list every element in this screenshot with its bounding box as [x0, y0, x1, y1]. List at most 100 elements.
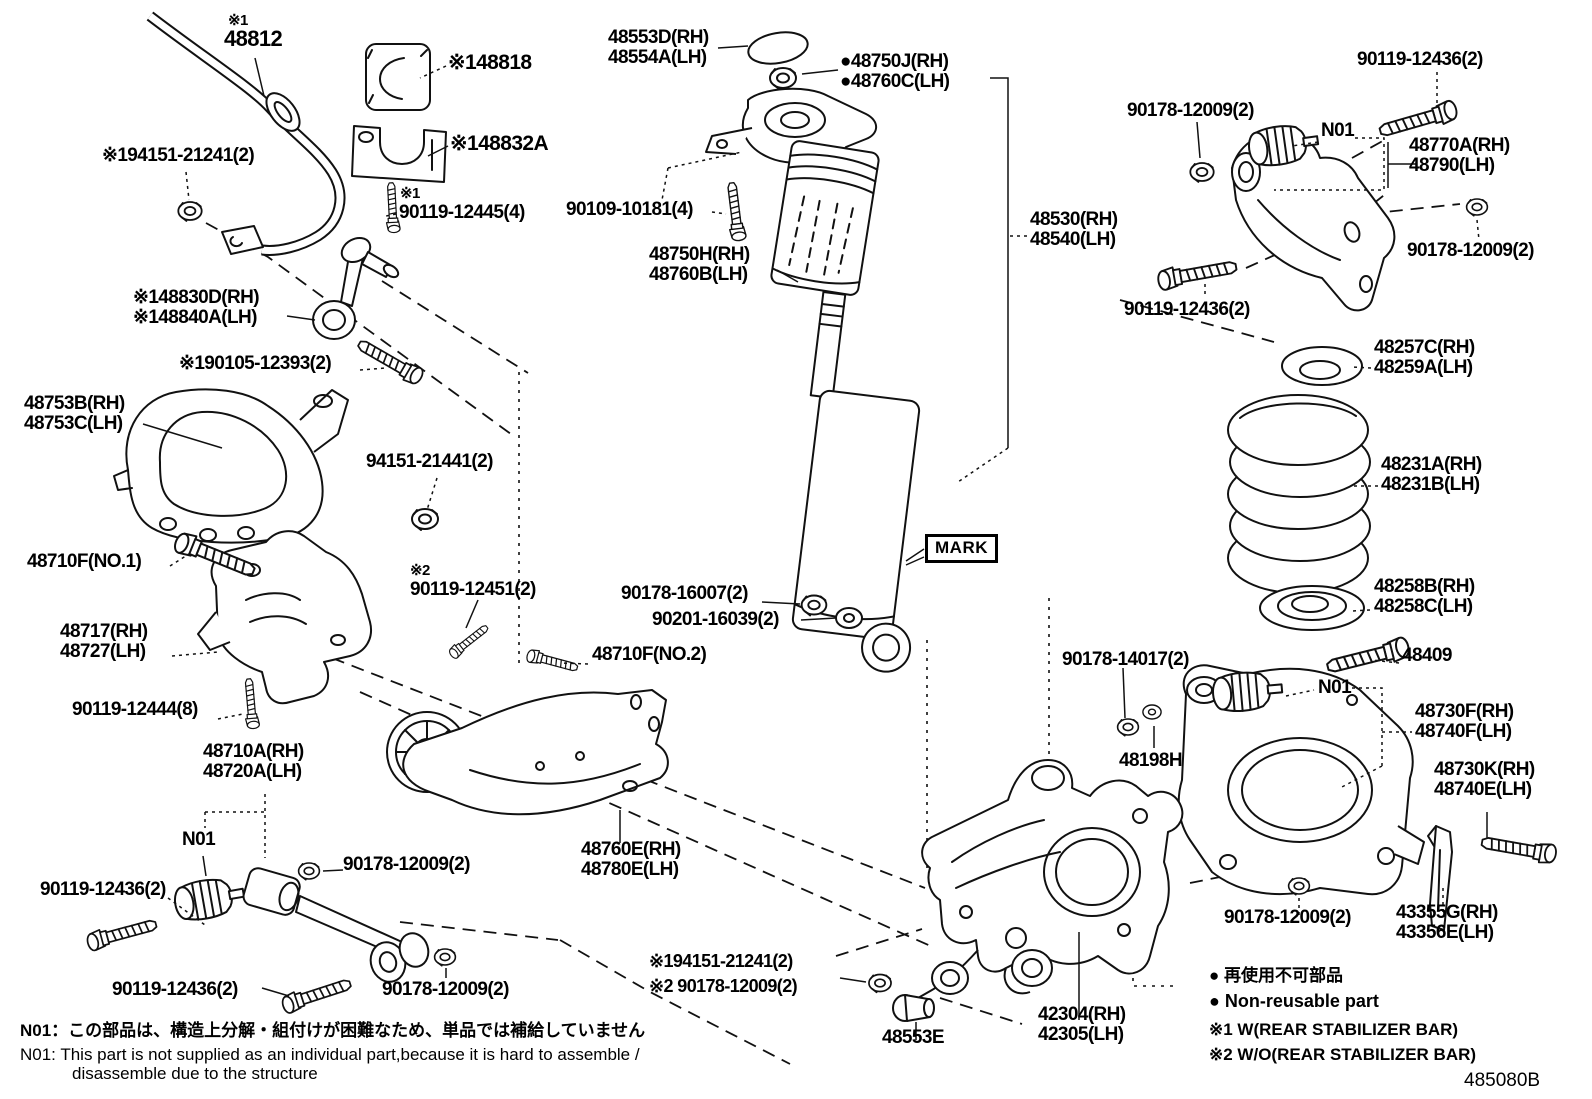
shock-dust-boot	[770, 140, 880, 296]
footnote-en-line2: disassemble due to the structure	[72, 1064, 318, 1084]
footnote-en-line1: N01: This part is not supplied as an ind…	[20, 1045, 640, 1064]
part-label-194151-21241-2: ※194151-21241(2)	[649, 951, 793, 971]
part-label-90178-12009-2: 90178-12009(2)	[382, 979, 509, 1000]
part-label-90178-12009-2: 90178-12009(2)	[1407, 240, 1534, 261]
nut-94151-21241	[177, 201, 203, 222]
bolt-90119-12451	[446, 621, 492, 661]
part-label-n01: N01	[1321, 120, 1355, 141]
bolt-90119-12444	[241, 677, 261, 730]
part-label-1: ※1	[228, 12, 248, 29]
nut-94151-21441	[411, 508, 439, 531]
spring-lower-insulator	[1259, 585, 1365, 631]
part-label-90119-12436-2: 90119-12436(2)	[1124, 299, 1250, 320]
footnote-jp: N01：この部品は、構造上分解・組付けが困難なため、単品では補給していません	[20, 1021, 646, 1040]
part-label-n01: N01	[182, 829, 216, 850]
legend-non-reusable-jp: ● 再使用不可部品	[1209, 966, 1343, 985]
part-label-48710f-no-1: 48710F(NO.1)	[27, 551, 142, 572]
nut-90178-12009-rod	[433, 948, 457, 967]
nut-90178-12009-top	[1189, 162, 1215, 183]
part-label-190105-12393-2: ※190105-12393(2)	[179, 353, 332, 374]
mark-callout: MARK	[925, 534, 998, 563]
part-label-48710a-rh-48720a-lh: 48710A(RH) 48720A(LH)	[203, 741, 304, 782]
assembly-dashed-lines	[205, 137, 1461, 1065]
stopper-plate	[1427, 825, 1453, 931]
nut-90178-14017	[1116, 718, 1140, 737]
rear-stabilizer-bar	[146, 11, 346, 256]
shock-absorber	[661, 31, 921, 673]
lower-control-arm	[1177, 664, 1425, 896]
part-label-48760e-rh-48780e-lh: 48760E(RH) 48780E(LH)	[581, 839, 681, 880]
part-label-148832a: ※148832A	[450, 132, 549, 155]
shock-cap	[747, 31, 809, 65]
shock-rod	[809, 291, 847, 399]
bolt-90119-12445	[383, 181, 401, 234]
upper-control-arm	[1231, 120, 1396, 312]
part-label-90178-12009-2: 90178-12009(2)	[1224, 907, 1351, 928]
washer-90201-16039	[835, 607, 863, 629]
part-label-48231a-rh-48231b-lh: 48231A(RH) 48231B(LH)	[1381, 454, 1482, 495]
rear-axle-carrier	[917, 759, 1184, 999]
part-label-43355g-rh-43356e-lh: 43355G(RH) 43356E(LH)	[1396, 902, 1498, 943]
part-label-90119-12445-4: 90119-12445(4)	[399, 202, 525, 223]
bolt-90119-12436-bottom	[279, 973, 354, 1016]
part-label-148818: ※148818	[448, 51, 532, 74]
washer-48198h	[1142, 704, 1162, 720]
part-label-90119-12436-2: 90119-12436(2)	[112, 979, 238, 1000]
legend-stabilizer-note-2: ※2 W/O(REAR STABILIZER BAR)	[1209, 1045, 1477, 1064]
nut-90178-12009-right	[1465, 198, 1489, 217]
legend-non-reusable-en: ● Non-reusable part	[1209, 991, 1379, 1011]
bolt-48710f-no2	[525, 647, 580, 676]
upper-arm-rod	[171, 867, 430, 983]
bolt-90119-12436-arm	[1155, 255, 1239, 292]
part-label-48770a-rh-48790-lh: 48770A(RH) 48790(LH)	[1409, 135, 1510, 176]
part-label-48710f-no-2: 48710F(NO.2)	[592, 644, 707, 665]
part-label-94151-21441-2: 94151-21441(2)	[366, 451, 493, 472]
part-label-48750h-rh-48760b-lh: 48750H(RH) 48760B(LH)	[649, 244, 750, 285]
part-label-90178-12009-2: 90178-12009(2)	[1127, 100, 1254, 121]
part-label-90178-16007-2: 90178-16007(2)	[621, 583, 748, 604]
part-label-48730k-rh-48740e-lh: 48730K(RH) 48740E(LH)	[1434, 759, 1535, 800]
part-label-90119-12444-8: 90119-12444(8)	[72, 699, 198, 720]
part-label-48530-rh-48540-lh: 48530(RH) 48540(LH)	[1030, 209, 1118, 250]
part-label-48553d-rh-48554a-lh: 48553D(RH) 48554A(LH)	[608, 27, 709, 68]
coil-spring	[1227, 394, 1371, 594]
part-label-n01: N01	[1318, 677, 1352, 698]
stabilizer-link	[312, 237, 400, 340]
bushing-48553e	[892, 994, 935, 1022]
part-label-90178-12009-2: 90178-12009(2)	[343, 854, 470, 875]
part-label-90201-16039-2: 90201-16039(2)	[652, 609, 779, 630]
part-label-90119-12436-2: 90119-12436(2)	[40, 879, 166, 900]
suspension-member-cover	[113, 388, 349, 544]
part-label-48198h: 48198H	[1119, 750, 1183, 771]
part-label-90119-12436-2: 90119-12436(2)	[1357, 49, 1483, 70]
legend-stabilizer-note-1: ※1 W(REAR STABILIZER BAR)	[1209, 1020, 1459, 1039]
nut-90178-16007	[800, 594, 828, 617]
part-label-48258b-rh-48258c-lh: 48258B(RH) 48258C(LH)	[1374, 576, 1475, 617]
part-label-48717-rh-48727-lh: 48717(RH) 48727(LH)	[60, 621, 148, 662]
drawing-number: 485080B	[1464, 1070, 1541, 1091]
bolt-90105-12393	[353, 334, 426, 388]
part-label-148830d-rh-148840a-lh: ※148830D(RH) ※148840A(LH)	[133, 287, 260, 328]
nut-94151-21241-lower	[868, 973, 892, 994]
part-label-194151-21241-2: ※194151-21241(2)	[102, 145, 255, 166]
trailing-arm	[386, 689, 669, 816]
footnotes: N01：この部品は、構造上分解・組付けが困難なため、単品では補給していません N…	[20, 1016, 645, 1084]
legend: ● 再使用不可部品 ● Non-reusable part ※1 W(REAR …	[1209, 961, 1476, 1070]
bolt-90109-10181	[723, 181, 748, 243]
bolt-90119-12436-left	[84, 914, 160, 953]
part-label-48730f-rh-48740f-lh: 48730F(RH) 48740F(LH)	[1415, 701, 1514, 742]
part-label-2: ※2	[410, 562, 430, 579]
stabilizer-bushing	[365, 43, 431, 111]
part-label-48257c-rh-48259a-lh: 48257C(RH) 48259A(LH)	[1374, 337, 1475, 378]
leader-lines	[142, 45, 1488, 1040]
bolt-48409	[1324, 635, 1413, 679]
part-label-2-90178-12009-2: ※2 90178-12009(2)	[649, 976, 798, 996]
part-label-48750j-rh-48760c-lh: ●48750J(RH) ●48760C(LH)	[840, 51, 950, 92]
part-label-1: ※1	[400, 185, 420, 202]
nut-90178-12009-left	[297, 862, 321, 881]
part-label-90109-10181-4: 90109-10181(4)	[566, 199, 693, 220]
shock-body	[791, 389, 921, 673]
part-label-48812: 48812	[224, 26, 283, 51]
